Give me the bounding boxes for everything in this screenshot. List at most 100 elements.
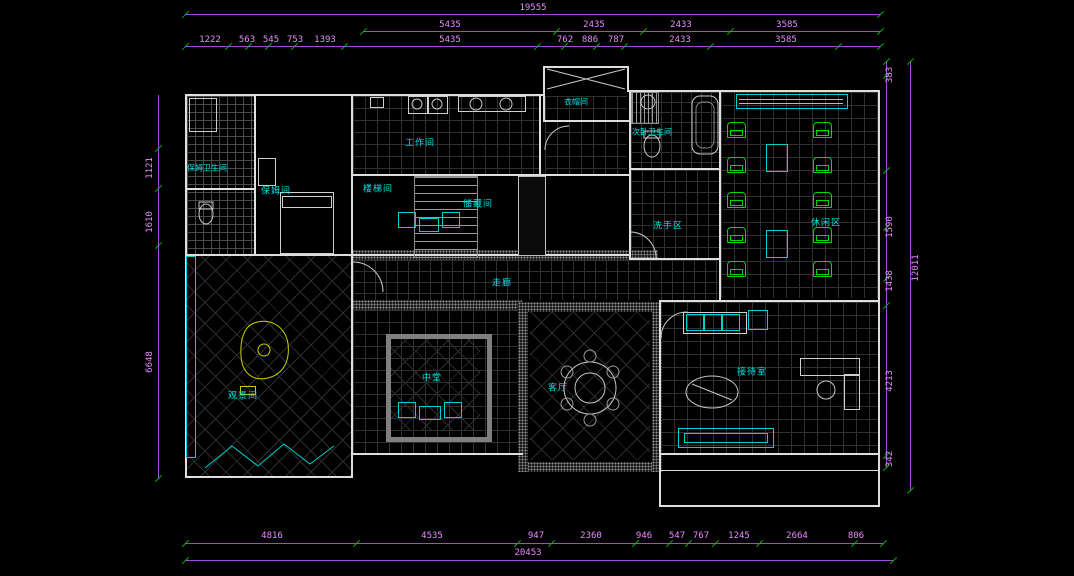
bench-line bbox=[739, 103, 843, 104]
chair-icon bbox=[727, 227, 746, 243]
wall-segment bbox=[629, 168, 721, 170]
floor-tile-grid bbox=[545, 96, 627, 174]
wall-segment bbox=[543, 120, 629, 122]
room-label-stairwell: 楼梯间 bbox=[362, 184, 394, 195]
dim-label: 947 bbox=[527, 531, 545, 541]
dimension-line bbox=[185, 46, 880, 47]
chair-icon bbox=[813, 192, 832, 208]
furniture-cyan bbox=[684, 433, 768, 443]
dim-label: 3585 bbox=[776, 20, 798, 30]
dim-label: 806 bbox=[847, 531, 865, 541]
furniture-cyan bbox=[686, 314, 704, 331]
dim-tick bbox=[879, 539, 888, 548]
wall-segment bbox=[659, 300, 880, 302]
dim-label: 753 bbox=[286, 35, 304, 45]
dim-tick bbox=[876, 42, 885, 51]
furniture-cyan bbox=[186, 256, 196, 458]
dim-label: 1245 bbox=[728, 531, 750, 541]
dim-tick bbox=[876, 10, 885, 19]
room-label-nanny-bathroom: 保姆卫生间 bbox=[187, 163, 227, 173]
dimension-line bbox=[185, 543, 883, 544]
dim-label: 2360 bbox=[580, 531, 602, 541]
structural-column bbox=[518, 176, 546, 256]
dim-label: 2433 bbox=[669, 35, 691, 45]
dim-label: 4816 bbox=[261, 531, 283, 541]
dim-label: 2435 bbox=[583, 20, 605, 30]
dim-label: 3585 bbox=[775, 35, 797, 45]
dim-label: 4535 bbox=[421, 531, 443, 541]
chair-icon bbox=[727, 192, 746, 208]
chair-icon bbox=[813, 261, 832, 277]
room-label-central-hall: 中堂 bbox=[421, 373, 443, 384]
room-label-cloakroom: 衣帽间 bbox=[564, 97, 588, 107]
wall-segment bbox=[659, 505, 880, 507]
furniture-outline bbox=[800, 358, 860, 376]
wall-segment bbox=[719, 90, 721, 300]
furniture-cyan bbox=[722, 314, 740, 331]
dim-label: 787 bbox=[607, 35, 625, 45]
dim-label: 6648 bbox=[145, 351, 155, 373]
wall-segment bbox=[661, 470, 878, 471]
dim-tick bbox=[154, 474, 163, 483]
floor-tile-diagonal bbox=[388, 336, 480, 430]
wall-segment bbox=[543, 66, 629, 68]
chair-icon bbox=[813, 122, 832, 138]
piano-bench-icon bbox=[240, 386, 256, 395]
dim-label: 1121 bbox=[145, 157, 155, 179]
furniture-outline bbox=[189, 98, 217, 132]
furniture-cyan bbox=[678, 428, 774, 448]
dim-label: 4213 bbox=[885, 370, 895, 392]
room-label-wash-area: 洗手区 bbox=[652, 221, 684, 232]
dim-label: 1590 bbox=[885, 216, 895, 238]
furniture-outline bbox=[280, 192, 334, 254]
room-label-nanny-room: 保姆间 bbox=[260, 186, 292, 197]
dim-overall-right: 12011 bbox=[911, 254, 921, 282]
wall-segment bbox=[539, 94, 541, 176]
floor-tile-diagonal bbox=[187, 256, 351, 476]
dimension-line bbox=[158, 95, 159, 478]
dim-label: 563 bbox=[238, 35, 256, 45]
dim-label: 545 bbox=[262, 35, 280, 45]
dimension-line bbox=[910, 61, 911, 490]
dim-tick bbox=[906, 486, 915, 495]
chair-icon bbox=[727, 261, 746, 277]
hall-inner-border bbox=[386, 334, 492, 442]
dim-label: 1610 bbox=[145, 211, 155, 233]
furniture-cyan bbox=[444, 402, 462, 418]
room-label-storage: 储藏间 bbox=[462, 199, 494, 210]
dimension-line bbox=[886, 61, 887, 467]
furniture-outline bbox=[282, 196, 332, 208]
dim-label: 547 bbox=[668, 531, 686, 541]
hatched-wall bbox=[518, 302, 662, 312]
wall-segment bbox=[627, 90, 880, 92]
chair-icon bbox=[813, 157, 832, 173]
chair-icon bbox=[727, 157, 746, 173]
wall-segment bbox=[543, 66, 545, 122]
dim-label: 946 bbox=[635, 531, 653, 541]
floor-tile-grid bbox=[631, 170, 719, 258]
furniture-outline bbox=[844, 374, 860, 410]
bench-line bbox=[739, 99, 843, 100]
dimension-line bbox=[185, 560, 893, 561]
wall-segment bbox=[185, 476, 353, 478]
room-label-workroom: 工作间 bbox=[404, 138, 436, 149]
dimension-line bbox=[185, 14, 880, 15]
wall-segment bbox=[351, 94, 353, 476]
dim-label: 5435 bbox=[439, 35, 461, 45]
chair-icon bbox=[813, 227, 832, 243]
wall-segment bbox=[659, 453, 880, 455]
dim-tick bbox=[876, 27, 885, 36]
dim-label: 1393 bbox=[314, 35, 336, 45]
wall-segment bbox=[659, 300, 661, 507]
wall-segment bbox=[627, 66, 629, 92]
floor-tile-grid bbox=[353, 260, 718, 300]
furniture-outline bbox=[258, 158, 276, 186]
dimension-line bbox=[363, 31, 880, 32]
dim-overall-top: 19555 bbox=[519, 3, 547, 13]
dim-label: 5435 bbox=[439, 20, 461, 30]
floor-tile-grid bbox=[721, 92, 878, 298]
closet-stripes-icon bbox=[631, 92, 659, 124]
wall-segment bbox=[185, 94, 545, 96]
stairs-icon bbox=[414, 176, 478, 258]
